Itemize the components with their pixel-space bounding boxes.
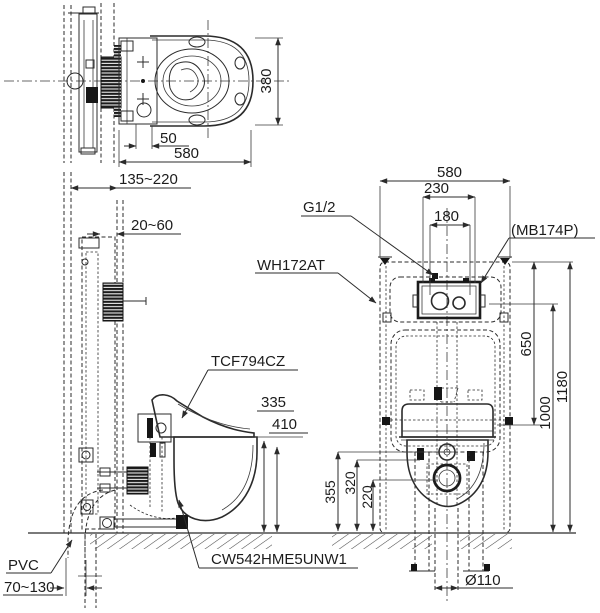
- label-pvc: PVC: [8, 557, 39, 574]
- supply-connection-point: [432, 273, 438, 279]
- wall-connector-top: [114, 45, 121, 117]
- dim-1180-label: 1180: [554, 371, 571, 403]
- dim-180-label: 180: [434, 208, 459, 225]
- dim-355-label: 355: [322, 480, 338, 504]
- label-frame-model: WH172AT: [257, 257, 325, 274]
- dim-220-label: 220: [359, 485, 375, 509]
- dim-top-offset-label: 50: [160, 130, 177, 147]
- dim-410-label: 410: [272, 416, 297, 433]
- washlet-lid-profile: [151, 394, 255, 438]
- dim-320-label: 320: [342, 471, 358, 495]
- floor-line: [28, 532, 576, 549]
- dim-650-label: 650: [518, 331, 535, 356]
- side-view-dimensions: 135~220 20~60 TCF794CZ 335 410 PVC 70~13…: [3, 171, 358, 596]
- front-view-dimensions: 580 230 180 G1/2 (MB174P) WH172AT 355 32…: [255, 164, 595, 591]
- dim-drain-diameter-label: Ø110: [465, 572, 501, 589]
- label-washlet-model: TCF794CZ: [211, 353, 285, 370]
- centerlines: [4, 20, 448, 604]
- toilet-top-view: [114, 35, 254, 127]
- toilet-front-view: [378, 197, 513, 590]
- dim-top-width-label: 580: [174, 145, 199, 162]
- dim-1000-label: 1000: [537, 396, 554, 429]
- access-box: [412, 273, 486, 320]
- frame-profile-section-view: [63, 3, 122, 163]
- label-bowl-model: CW542HME5UNW1: [211, 551, 347, 568]
- dim-pvc-range-label: 70~130: [4, 579, 54, 596]
- dim-depth-range-label: 135~220: [119, 171, 178, 188]
- dim-335-label: 335: [261, 394, 286, 411]
- flush-connector-ribbed: [126, 466, 149, 495]
- label-push-plate: (MB174P): [511, 222, 579, 239]
- drain-outlet: [432, 463, 462, 493]
- bowl-profile: [173, 436, 258, 522]
- label-supply-g12: G1/2: [303, 199, 336, 216]
- dim-top-depth-label: 380: [258, 68, 275, 93]
- dim-230-label: 230: [424, 180, 449, 197]
- top-view-dimensions: 50 580 380: [118, 37, 283, 167]
- toilet-side-view: [63, 172, 258, 608]
- dim-front-width-label: 580: [437, 164, 462, 181]
- dim-wall-range-label: 20~60: [131, 217, 173, 234]
- flush-pipe-rib-side: [102, 282, 124, 322]
